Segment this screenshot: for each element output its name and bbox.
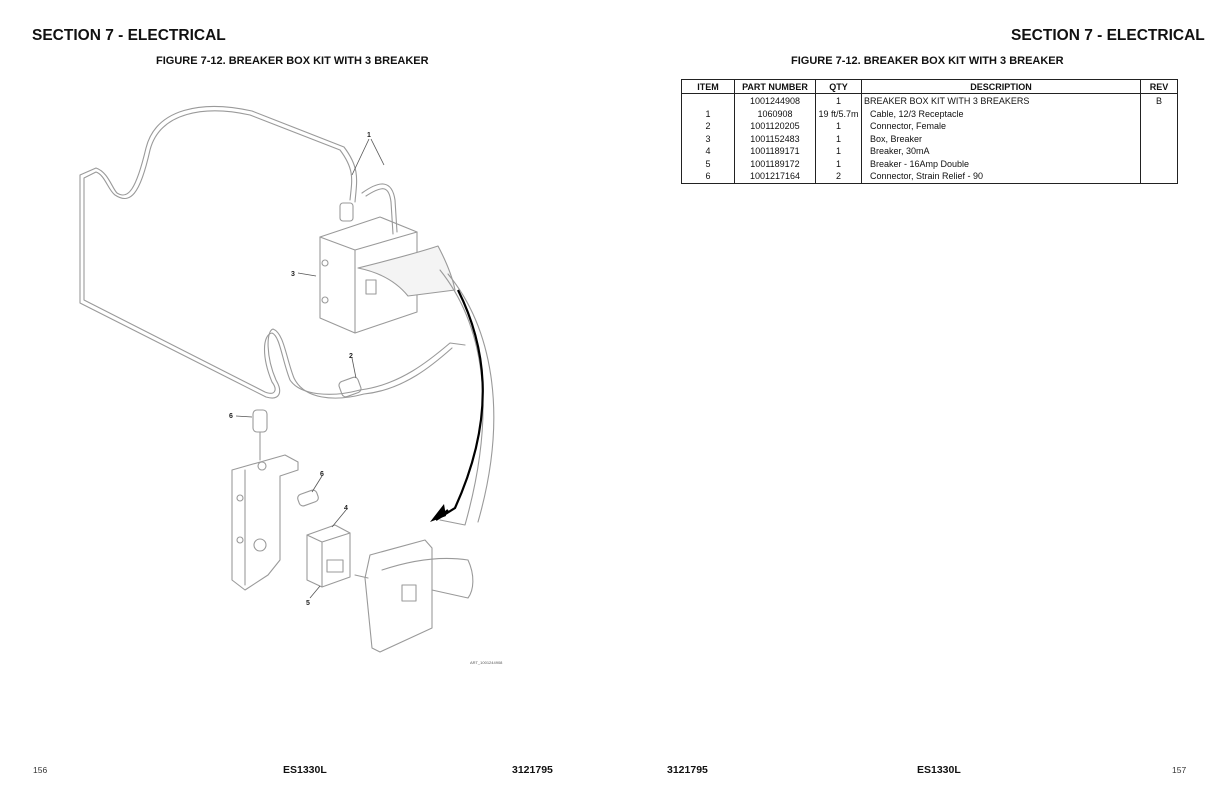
- callout-4: 4: [344, 505, 348, 512]
- cell-qty: 1: [815, 157, 862, 170]
- cell-item: 6: [681, 170, 735, 184]
- table-header-row: ITEM PART NUMBER QTY DESCRIPTION REV: [681, 79, 1178, 94]
- callout-6-side: 6: [320, 471, 324, 478]
- cell-qty: 1: [815, 145, 862, 158]
- breaker-box-3: [319, 216, 418, 334]
- breakers-4-5: [306, 524, 351, 588]
- cell-rev: [1140, 132, 1178, 145]
- cell-description: Connector, Female: [861, 120, 1141, 133]
- cell-qty: 19 ft/5.7m: [815, 107, 862, 120]
- callout-1: 1: [367, 132, 371, 139]
- breaker-box-illustration: 1 2 3 6 6 4 5 ART_1001244908: [79, 105, 503, 665]
- cell-item: 3: [681, 132, 735, 145]
- section-title-right: SECTION 7 - ELECTRICAL: [1011, 27, 1205, 44]
- cell-rev: [1140, 120, 1178, 133]
- cell-item: 2: [681, 120, 735, 133]
- open-breaker-box: [231, 454, 299, 591]
- doc-number-right: 3121795: [667, 764, 708, 776]
- cell-part-number: 1001189172: [734, 157, 816, 170]
- cable-outline: [83, 110, 361, 395]
- figure-title-right: FIGURE 7-12. BREAKER BOX KIT WITH 3 BREA…: [791, 55, 1064, 67]
- cell-part-number: 1001120205: [734, 120, 816, 133]
- art-number: ART_1001244908: [470, 660, 503, 665]
- parts-table: ITEM PART NUMBER QTY DESCRIPTION REV 100…: [681, 79, 1178, 184]
- cell-description: Cable, 12/3 Receptacle: [861, 107, 1141, 120]
- receptacle-cover: [364, 539, 433, 653]
- cell-rev: [1140, 107, 1178, 120]
- model-right: ES1330L: [917, 764, 961, 776]
- cell-part-number: 1001217164: [734, 170, 816, 184]
- page-number-left: 156: [33, 765, 48, 775]
- doc-number-left: 3121795: [512, 764, 553, 776]
- cell-description: Breaker - 16Amp Double: [861, 157, 1141, 170]
- cell-qty: 1: [815, 132, 862, 145]
- cell-qty: 1: [815, 120, 862, 133]
- page-number-right: 157: [1172, 765, 1187, 775]
- cell-rev: [1140, 145, 1178, 158]
- header-qty: QTY: [815, 79, 862, 94]
- cell-item: 4: [681, 145, 735, 158]
- section-title-left: SECTION 7 - ELECTRICAL: [32, 27, 226, 44]
- cell-rev: [1140, 170, 1178, 184]
- callout-2: 2: [349, 353, 353, 360]
- assembly-arrow: [435, 289, 484, 521]
- cell-rev: [1140, 157, 1178, 170]
- cell-description: Breaker, 30mA: [861, 145, 1141, 158]
- cell-part-number: 1001189171: [734, 145, 816, 158]
- callout-5: 5: [306, 600, 310, 607]
- cell-part-number: 1001244908: [734, 93, 816, 108]
- cell-rev: B: [1140, 93, 1178, 108]
- header-rev: REV: [1140, 79, 1178, 94]
- cell-description: BREAKER BOX KIT WITH 3 BREAKERS: [861, 93, 1141, 108]
- callout-6-top: 6: [229, 413, 233, 420]
- header-item: ITEM: [681, 79, 735, 94]
- cell-item: [681, 93, 735, 108]
- cell-qty: 2: [815, 170, 862, 184]
- cell-description: Box, Breaker: [861, 132, 1141, 145]
- cell-item: 1: [681, 107, 735, 120]
- model-left: ES1330L: [283, 764, 327, 776]
- cell-part-number: 1060908: [734, 107, 816, 120]
- assembly-arrow-outline: [439, 269, 484, 526]
- callout-3: 3: [291, 271, 295, 278]
- header-description: DESCRIPTION: [861, 79, 1141, 94]
- figure-title-left: FIGURE 7-12. BREAKER BOX KIT WITH 3 BREA…: [156, 55, 429, 67]
- cell-qty: 1: [815, 93, 862, 108]
- cell-part-number: 1001152483: [734, 132, 816, 145]
- header-part-number: PART NUMBER: [734, 79, 816, 94]
- cell-item: 5: [681, 157, 735, 170]
- cell-description: Connector, Strain Relief - 90: [861, 170, 1141, 184]
